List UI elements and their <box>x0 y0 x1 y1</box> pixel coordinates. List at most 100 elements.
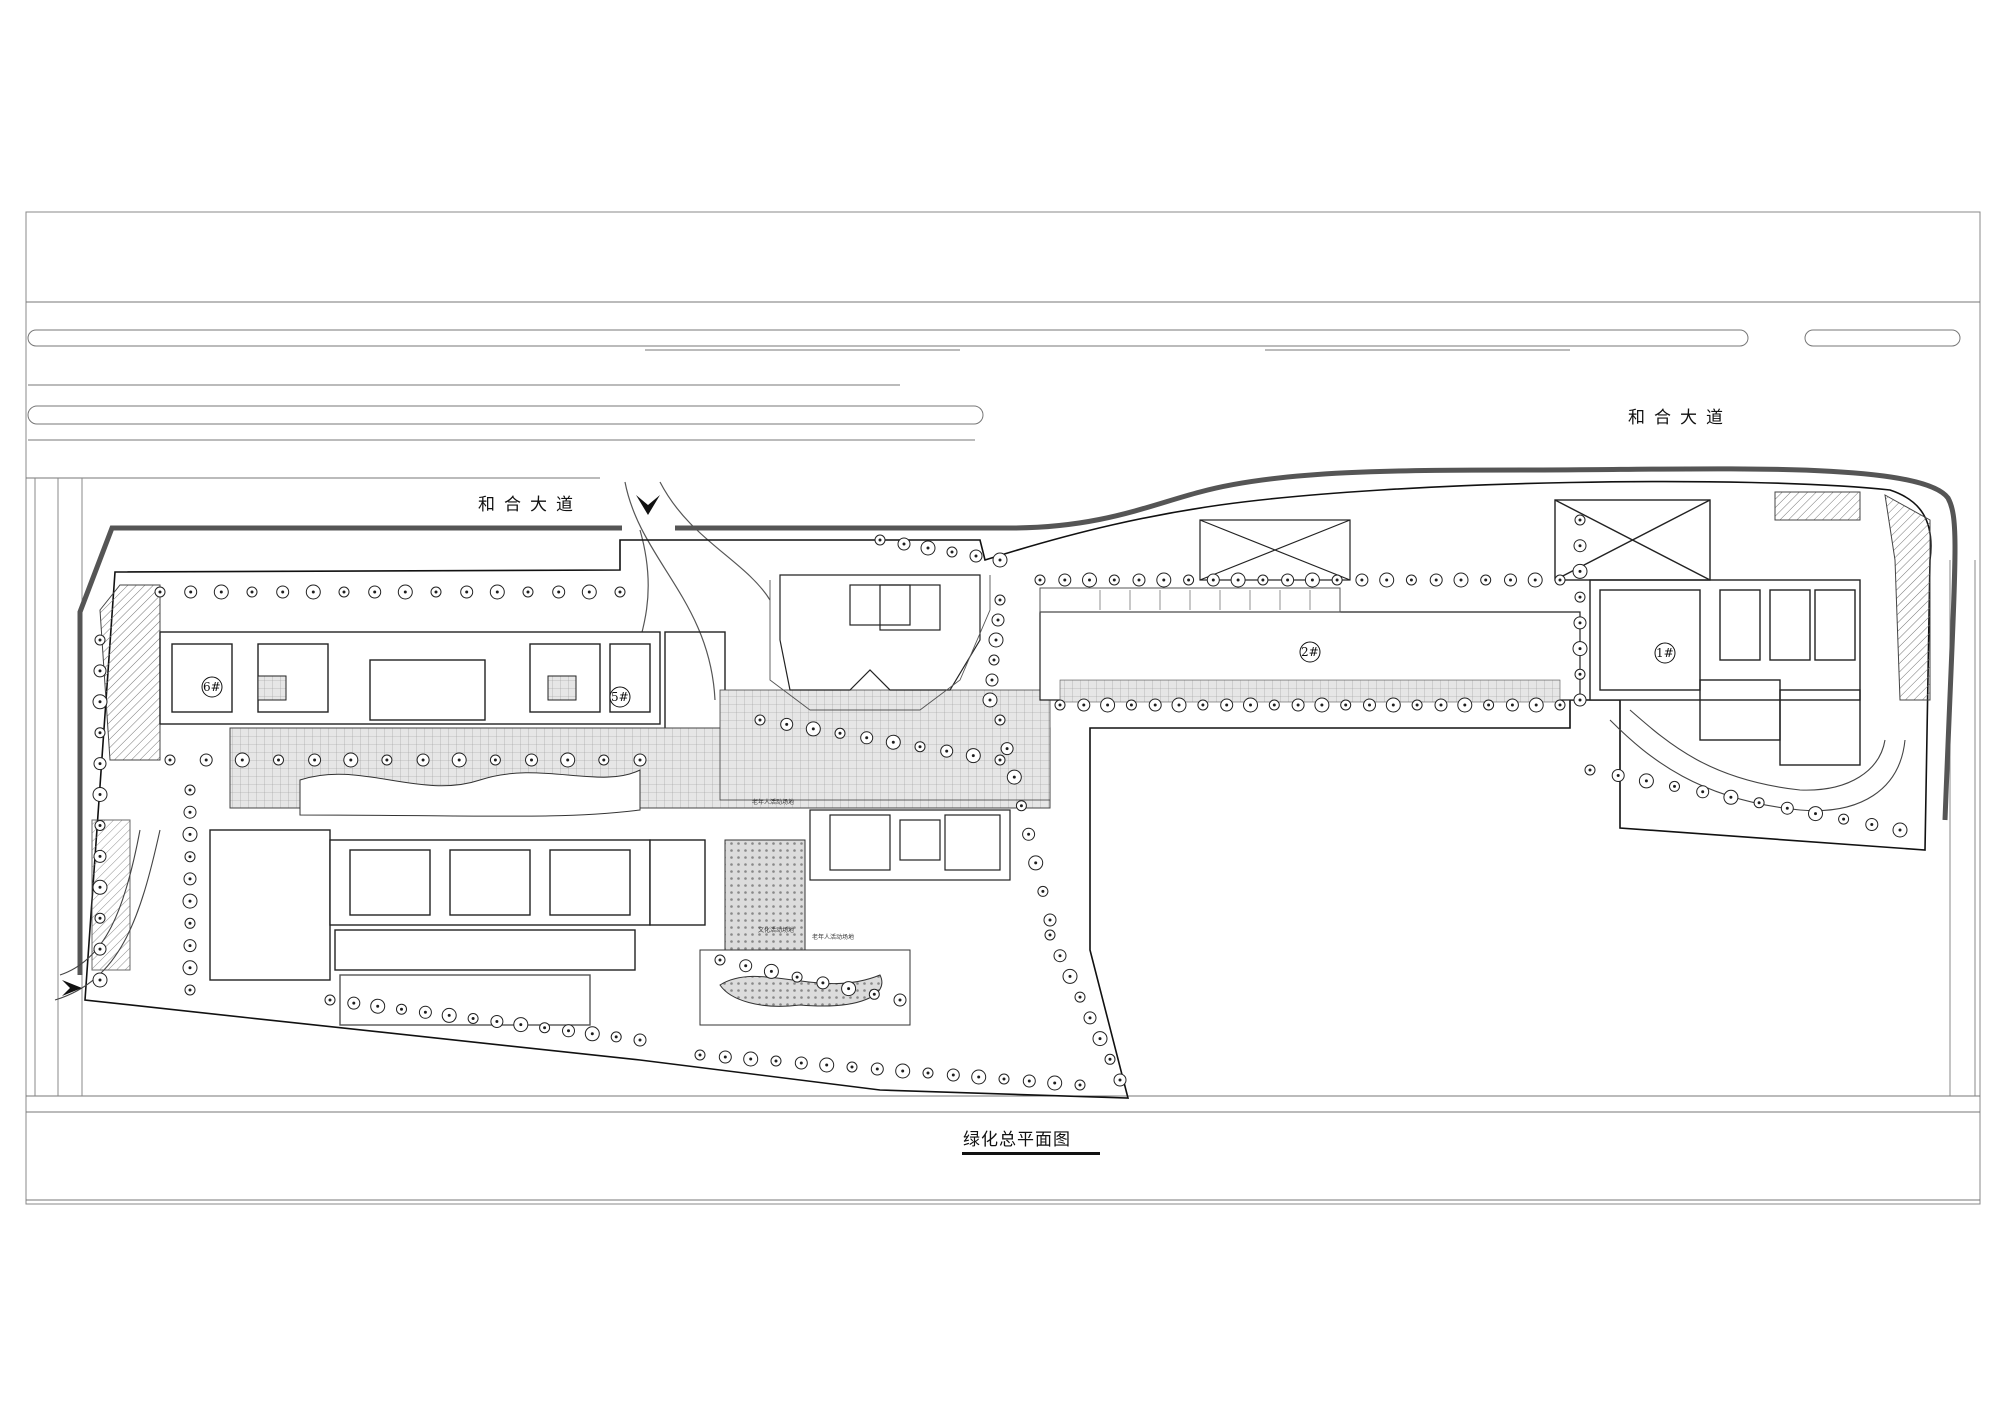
tree-center-dot <box>1027 1079 1031 1083</box>
tree-center-dot <box>1187 578 1191 582</box>
building-2-south-paving <box>1059 679 1561 703</box>
tree-center-dot <box>1038 578 1042 582</box>
tree-center-dot <box>313 758 317 762</box>
tree-center-dot <box>373 590 377 594</box>
tree-center-dot <box>311 590 315 594</box>
tree-center-dot <box>1041 889 1045 893</box>
tree-center-dot <box>1162 578 1166 582</box>
parking-stalls <box>1099 590 1311 610</box>
tree-center-dot <box>1048 933 1052 937</box>
drawing-title: 绿化总平面图 <box>963 1130 1071 1150</box>
tree-center-dot <box>971 754 975 758</box>
tree-center-dot <box>590 1032 594 1036</box>
tree-center-dot <box>878 538 882 542</box>
tree-center-dot <box>1578 569 1582 573</box>
drawing-title-underline <box>962 1152 1100 1155</box>
tree-center-dot <box>1558 578 1562 582</box>
tree-center-dot <box>1487 703 1491 707</box>
tree-center-dot <box>795 975 799 979</box>
tree-center-dot <box>188 899 192 903</box>
tree-center-dot <box>1249 703 1252 707</box>
culture-activity-area-label: 文化活动场地 <box>758 927 795 934</box>
tree-center-dot <box>974 554 978 558</box>
west-entrance-ramp-inner <box>59 829 141 976</box>
tree-center-dot <box>926 546 930 550</box>
tree-center-dot <box>1578 698 1582 702</box>
east-curved-drive <box>1609 719 1906 812</box>
tree-center-dot <box>1409 578 1413 582</box>
tree-center-dot <box>1137 578 1141 582</box>
tree-center-dot <box>990 678 994 682</box>
tree-center-dot <box>1058 954 1062 958</box>
building-2-planting <box>1039 587 1341 613</box>
tree-center-dot <box>158 590 162 594</box>
tree-center-dot <box>423 1010 427 1014</box>
building-6-marker <box>201 676 223 698</box>
tree-center-dot <box>891 740 895 744</box>
tree-center-dot <box>1459 578 1463 582</box>
building-6-label: 6# <box>203 680 221 694</box>
tree-center-dot <box>1729 795 1733 799</box>
tree-center-dot <box>926 1071 930 1075</box>
tree-center-dot <box>872 992 876 996</box>
tree-center-dot <box>1088 1016 1092 1020</box>
tree-center-dot <box>1088 578 1091 582</box>
tree-center-dot <box>1578 647 1582 651</box>
tree-center-dot <box>447 1013 451 1017</box>
tree-center-dot <box>744 964 748 968</box>
tree-center-dot <box>769 969 773 973</box>
tree-center-dot <box>219 590 223 594</box>
tree-center-dot <box>342 590 346 594</box>
tree-center-dot <box>188 877 192 881</box>
tree-center-dot <box>998 598 1002 602</box>
tree-symbols <box>92 514 1908 1091</box>
tree-center-dot <box>1463 703 1467 707</box>
building-5-label: 5# <box>611 690 629 704</box>
tree-center-dot <box>1201 703 1205 707</box>
tree-center-dot <box>1344 703 1348 707</box>
building-1-marker <box>1654 642 1676 664</box>
tree-center-dot <box>98 916 102 920</box>
tree-center-dot <box>998 558 1002 562</box>
tree-center-dot <box>749 1057 753 1061</box>
tree-center-dot <box>1360 578 1364 582</box>
tree-center-dot <box>821 981 825 985</box>
tree-center-dot <box>471 1017 475 1020</box>
tree-center-dot <box>1391 703 1395 707</box>
tree-center-dot <box>1002 1077 1006 1081</box>
tree-center-dot <box>281 590 285 594</box>
tree-center-dot <box>1296 703 1300 707</box>
tree-center-dot <box>723 1055 727 1059</box>
building-1-label: 1# <box>1656 646 1674 660</box>
west-entrance-arrow-icon <box>62 980 82 996</box>
west-hatched-strip <box>99 584 161 761</box>
tree-center-dot <box>434 590 438 594</box>
tree-center-dot <box>328 998 332 1002</box>
tree-center-dot <box>1415 703 1419 707</box>
west-entrance-ramp <box>54 829 161 1001</box>
tree-center-dot <box>901 1069 905 1073</box>
tree-center-dot <box>1320 703 1324 707</box>
tree-center-dot <box>1019 804 1023 808</box>
tree-center-dot <box>1063 578 1067 582</box>
tree-center-dot <box>1558 703 1562 707</box>
tree-center-dot <box>1272 703 1276 707</box>
tree-center-dot <box>519 1023 523 1027</box>
building-2-marker <box>1299 641 1321 663</box>
tree-center-dot <box>1286 578 1290 582</box>
tree-center-dot <box>1898 828 1902 832</box>
tree-center-dot <box>799 1061 803 1065</box>
tree-center-dot <box>188 855 192 859</box>
tree-center-dot <box>188 921 192 925</box>
tree-center-dot <box>811 727 815 731</box>
tree-center-dot <box>98 700 102 704</box>
tree-center-dot <box>1177 703 1181 707</box>
road-edge-boundary <box>77 466 1958 975</box>
south-garden-plaza <box>699 949 911 1026</box>
tree-center-dot <box>1439 703 1443 707</box>
central-north-building <box>779 574 981 691</box>
tree-center-dot <box>618 590 622 594</box>
west-garden-plaza <box>724 839 806 951</box>
tree-center-dot <box>1644 779 1648 783</box>
meandering-garden <box>299 769 641 817</box>
